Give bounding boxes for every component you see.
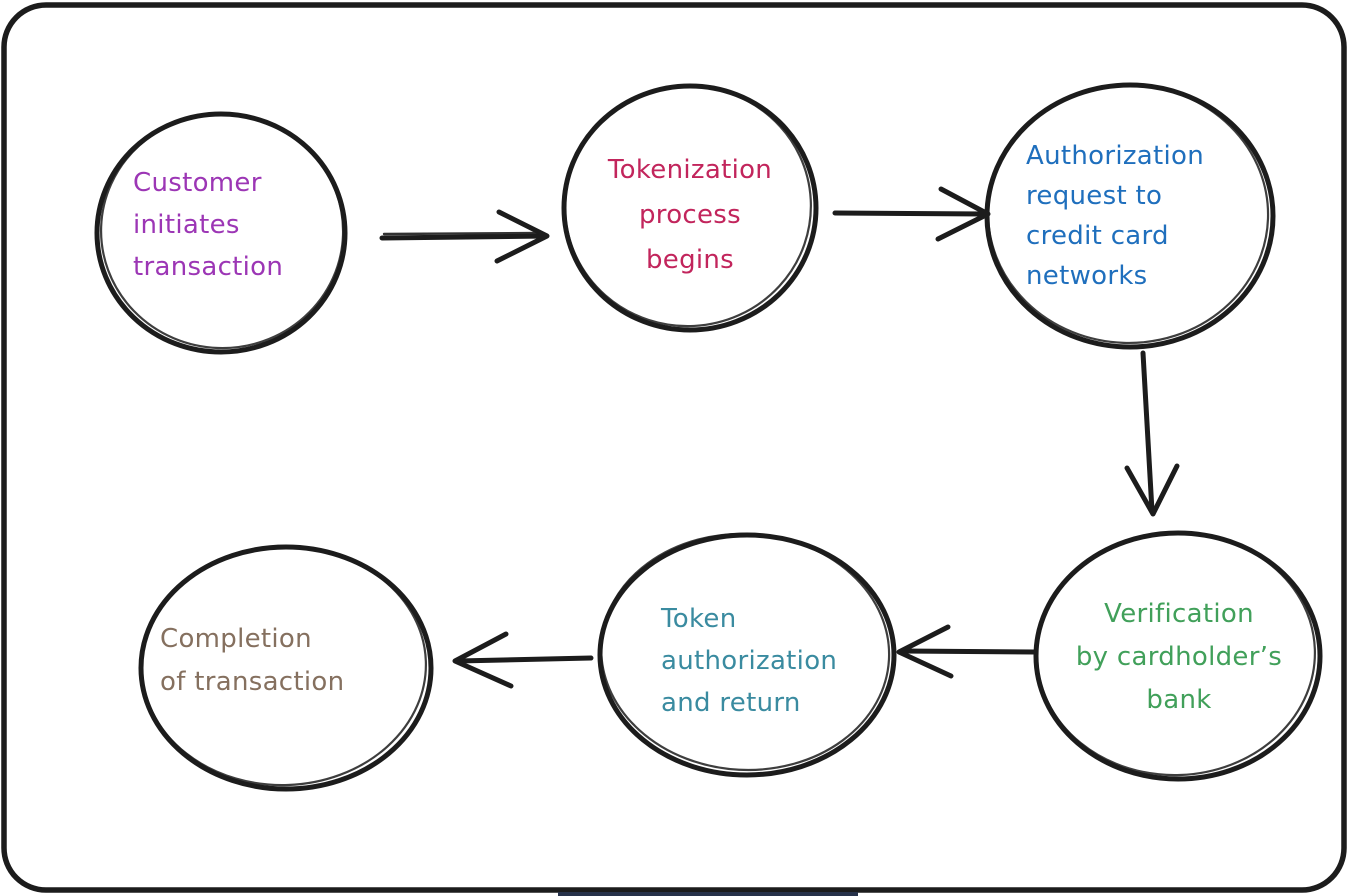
node-label-verification-cardholders-bank: Verification by cardholder’s bank — [1040, 593, 1318, 722]
node-circle-completion-of-transaction — [138, 544, 434, 792]
label-line: initiates — [133, 210, 240, 240]
arrow-5 — [452, 631, 594, 689]
bottom-edge-line — [558, 892, 858, 896]
label-line: by cardholder’s — [1075, 642, 1283, 672]
label-line: credit card — [1026, 221, 1169, 251]
node-label-authorization-request-networks: Authorization request to credit card net… — [1026, 136, 1204, 296]
label-line: Customer — [133, 168, 262, 198]
node-circle-token-authorization-return — [597, 532, 897, 778]
label-line: bank — [1146, 685, 1212, 715]
label-line: Token — [661, 604, 737, 634]
label-line: Authorization — [1026, 141, 1205, 171]
node-circle-customer-initiates-transaction — [94, 111, 348, 355]
label-line: process — [638, 200, 741, 230]
arrow-2 — [832, 186, 991, 242]
node-label-tokenization-process-begins: Tokenization process begins — [575, 148, 805, 283]
label-line: networks — [1026, 261, 1148, 291]
label-line: begins — [645, 245, 735, 275]
node-circle-authorization-request-networks — [984, 82, 1276, 350]
node-circle-tokenization-process-begins — [561, 83, 819, 333]
label-line: transaction — [133, 252, 284, 282]
node-label-completion-of-transaction: Completion of transaction — [160, 618, 344, 704]
label-line: and return — [661, 688, 801, 718]
node-label-token-authorization-return: Token authorization and return — [661, 598, 837, 724]
label-line: of transaction — [160, 667, 345, 697]
label-line: Tokenization — [607, 155, 773, 185]
label-line: Verification — [1104, 599, 1254, 629]
arrow-4 — [896, 624, 1037, 679]
arrow-3 — [1124, 350, 1180, 517]
label-line: authorization — [661, 646, 838, 676]
label-line: Completion — [160, 624, 312, 654]
label-line: request to — [1026, 181, 1163, 211]
arrow-1 — [379, 209, 550, 264]
node-label-customer-initiates-transaction: Customer initiates transaction — [133, 162, 283, 288]
node-circle-verification-cardholders-bank — [1033, 530, 1323, 782]
